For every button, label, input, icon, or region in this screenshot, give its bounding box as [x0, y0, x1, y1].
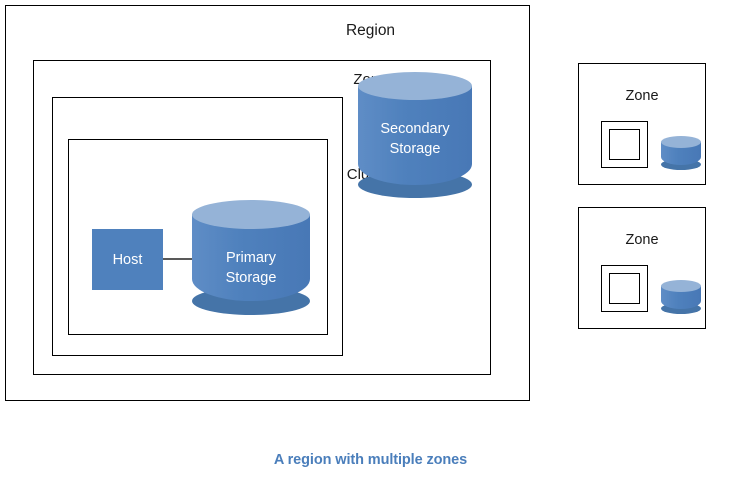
region-box: [5, 5, 530, 401]
cylinder-top-ellipse-icon: [192, 200, 310, 229]
region-label: Region: [345, 22, 396, 39]
diagram-caption: A region with multiple zones: [273, 452, 468, 468]
host-label: Host: [112, 251, 143, 268]
mini-pod-box-2: [601, 265, 648, 312]
zone-box-secondary-1: Zone: [578, 63, 706, 185]
pod-box: [52, 97, 343, 356]
cylinder-body-icon: [661, 142, 701, 165]
zone-box-secondary-2: Zone: [578, 207, 706, 329]
host-node: Host: [92, 229, 163, 290]
zone-label-secondary-2: Zone: [625, 232, 659, 248]
cylinder-top-ellipse-icon: [358, 72, 472, 100]
cylinder-body-icon: [358, 86, 472, 185]
cluster-box: [68, 139, 328, 335]
cylinder-top-ellipse-icon: [661, 136, 701, 148]
primary-storage-cylinder: Primary Storage: [192, 200, 310, 315]
secondary-storage-cylinder: Secondary Storage: [358, 72, 472, 199]
zone-box-primary: [33, 60, 491, 375]
cylinder-top-ellipse-icon: [661, 280, 701, 292]
mini-cluster-box-2: [609, 273, 640, 304]
mini-pod-box-1: [601, 121, 648, 168]
mini-storage-cylinder-2: [661, 280, 701, 314]
zone-label-secondary-1: Zone: [625, 88, 659, 104]
cylinder-body-icon: [661, 286, 701, 309]
mini-cluster-box-1: [609, 129, 640, 160]
mini-storage-cylinder-1: [661, 136, 701, 170]
host-to-primary-storage-connector: [163, 258, 194, 260]
